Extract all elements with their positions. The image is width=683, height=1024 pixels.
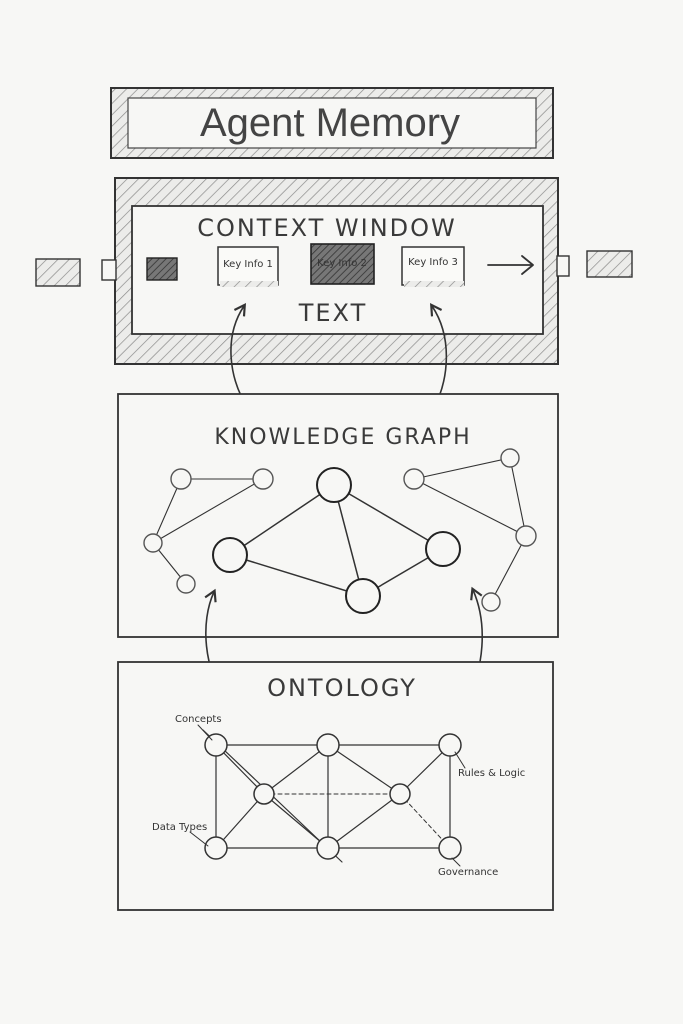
ontology-leader-lines (189, 724, 466, 867)
graph-node (316, 467, 352, 503)
right-arrow-icon (487, 255, 534, 275)
key-info-card-1-label: Key Info 1 (223, 259, 273, 270)
ontology-node (204, 733, 228, 757)
ontology-section: ONTOLOGY (117, 661, 554, 911)
ontology-node (316, 733, 340, 757)
ontology-node (438, 836, 462, 860)
central-graph-nodes (212, 467, 461, 614)
right-outer-block (586, 250, 633, 278)
title-banner: Agent Memory (110, 87, 554, 159)
left-peripheral-cluster (143, 468, 274, 594)
key-info-card-2: Key Info 2 (310, 243, 375, 285)
context-window-section: CONTEXT WINDOW Key Info 1 Key Info 2 Key… (35, 177, 633, 365)
ontology-heading: ONTOLOGY (267, 674, 417, 702)
right-peripheral-cluster (403, 448, 537, 612)
key-info-card-1: Key Info 1 (217, 246, 279, 287)
dark-token (146, 257, 178, 281)
ontology-label-data-types: Data Types (152, 822, 207, 833)
ontology-node (204, 836, 228, 860)
graph-node (212, 537, 248, 573)
ontology-node (316, 836, 340, 860)
ontology-label-governance: Governance (438, 867, 498, 878)
right-connector (556, 255, 570, 277)
context-window-subheading: TEXT (298, 299, 368, 327)
left-outer-block (35, 258, 81, 287)
ontology-node (389, 783, 411, 805)
knowledge-graph-section: KNOWLEDGE GRAPH (117, 393, 559, 638)
page-title: Agent Memory (200, 101, 460, 145)
ontology-dashed-edges (263, 793, 451, 849)
context-window-heading: CONTEXT WINDOW (197, 214, 457, 242)
ontology-nodes (204, 733, 462, 860)
key-info-card-2-label: Key Info 2 (317, 258, 367, 269)
ontology-node (438, 733, 462, 757)
graph-node (425, 531, 461, 567)
ontology-label-concepts: Concepts (175, 714, 222, 725)
knowledge-graph-heading: KNOWLEDGE GRAPH (214, 425, 471, 450)
ontology-node (253, 783, 275, 805)
ontology-label-rules: Rules & Logic (458, 768, 525, 779)
graph-node (345, 578, 381, 614)
key-info-card-3-label: Key Info 3 (408, 257, 458, 268)
key-info-card-3: Key Info 3 (401, 246, 465, 287)
left-connector (101, 259, 117, 281)
